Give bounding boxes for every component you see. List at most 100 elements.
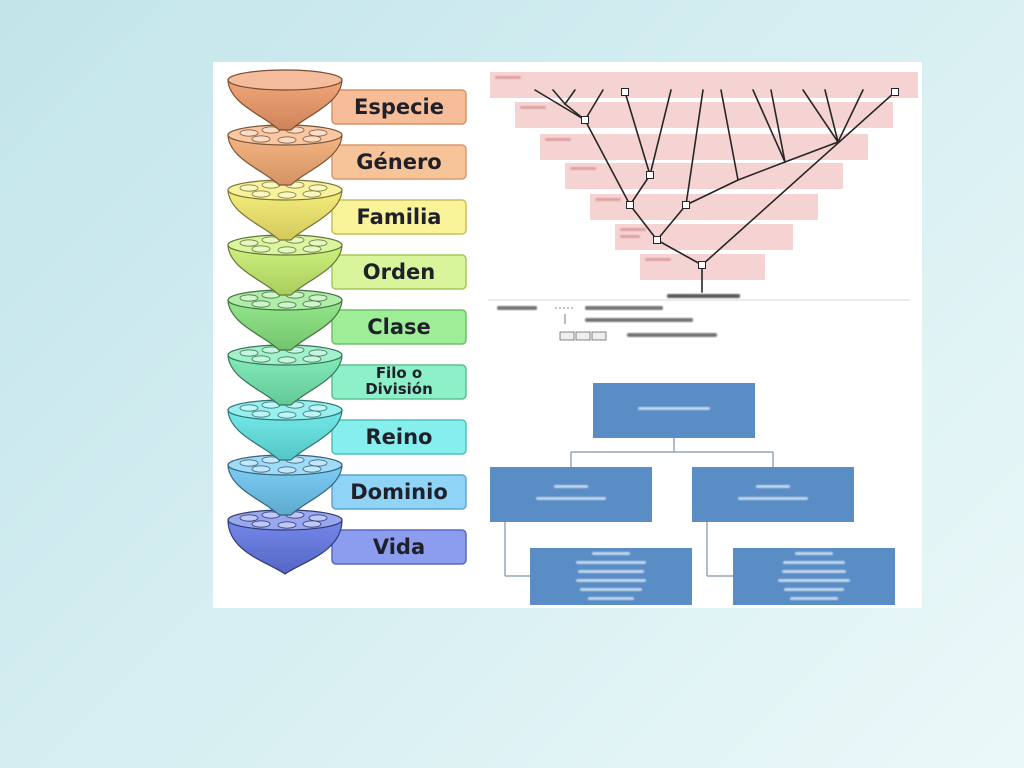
level-label-genero: Género: [331, 144, 467, 180]
cone-body: [227, 464, 343, 516]
level-label-text: División: [365, 380, 433, 398]
phylogenetic-tree: [490, 72, 918, 298]
rim-coil: [302, 135, 322, 143]
level-label-box: [331, 254, 467, 290]
rank-band-label: [595, 198, 621, 201]
rim-coil: [277, 191, 297, 199]
rim-coil: [308, 349, 328, 357]
rank-band-label: [545, 138, 571, 141]
rim-coil: [239, 404, 259, 412]
rim-coil: [302, 520, 322, 528]
rim-coil: [251, 135, 271, 143]
level-cone-vida: [227, 509, 343, 575]
org-box-child-left: [490, 467, 652, 522]
illegible-text: [554, 485, 588, 488]
rank-band-label: [570, 167, 596, 170]
cone-body: [227, 244, 343, 296]
tree-nodes: [581, 88, 899, 269]
rank-band: [515, 102, 893, 128]
tree-branch: [629, 204, 658, 241]
level-label-text: Orden: [363, 260, 435, 284]
level-cone-especie: [227, 69, 343, 131]
level-label-text: Vida: [373, 535, 425, 559]
tree-node: [621, 88, 629, 96]
level-label-text: Género: [356, 150, 441, 174]
rim-coil: [308, 294, 328, 302]
tree-branch: [649, 89, 672, 176]
rim-coil: [302, 410, 322, 418]
illegible-text: [585, 318, 693, 322]
legend-node-sample: [591, 331, 607, 341]
illegible-text: [783, 561, 845, 564]
cone-body: [227, 299, 343, 351]
tree-branch: [752, 89, 786, 163]
tree-branch: [656, 204, 687, 241]
tree-branch: [770, 89, 786, 163]
rim-coil: [308, 514, 328, 522]
org-box-grandchild-left: [530, 548, 692, 605]
rim-coil: [277, 411, 297, 419]
tree-node: [581, 116, 589, 124]
level-label-box: [331, 199, 467, 235]
rim-coil: [251, 465, 271, 473]
tree-branch: [534, 89, 586, 121]
rim-coil: [277, 301, 297, 309]
org-chart: [490, 383, 895, 605]
org-connectors: [504, 438, 774, 577]
level-label-box: [331, 364, 467, 400]
illegible-text: [536, 497, 606, 500]
illegible-text: [576, 579, 646, 582]
level-label-dominio: Dominio: [331, 474, 467, 510]
rim-coil: [308, 184, 328, 192]
level-label-box: [331, 529, 467, 565]
tree-branch: [656, 239, 703, 266]
tree-branch: [552, 89, 566, 105]
illegible-text: [738, 497, 808, 500]
level-label-clase: Clase: [331, 309, 467, 345]
level-label-vida: Vida: [331, 529, 467, 565]
tree-legend: [497, 306, 717, 341]
tree-node: [891, 88, 899, 96]
cone-body: [227, 189, 343, 241]
rank-band-label: [620, 228, 646, 231]
illegible-text: [592, 552, 630, 555]
cone-body: [227, 409, 343, 461]
tree-branch: [784, 141, 839, 163]
rim-coil: [302, 300, 322, 308]
tree-node: [646, 171, 654, 179]
rank-band-label: [620, 235, 640, 238]
tree-branches: [534, 89, 896, 293]
level-cone-genero: [227, 124, 343, 186]
rim-coil: [308, 404, 328, 412]
rim-coil: [239, 349, 259, 357]
tree-branch: [720, 89, 739, 181]
tree-node: [682, 201, 690, 209]
level-label-familia: Familia: [331, 199, 467, 235]
illegible-text: [576, 561, 646, 564]
legend-node-sample: [575, 331, 591, 341]
cone-body: [227, 519, 343, 575]
level-cones: [227, 69, 343, 575]
tree-root-caption: [667, 294, 740, 298]
rim-coil: [277, 356, 297, 364]
rank-band-label: [520, 106, 546, 109]
rim-coil: [251, 300, 271, 308]
cone-body: [227, 134, 343, 186]
level-cone-familia: [227, 179, 343, 241]
illegible-text: [588, 597, 634, 600]
rim-coil: [277, 521, 297, 529]
level-label-text: Reino: [366, 425, 433, 449]
level-label-box: [331, 309, 467, 345]
rim-coil: [302, 465, 322, 473]
tree-branch: [624, 91, 651, 176]
tree-node: [698, 261, 706, 269]
rank-band: [540, 134, 868, 160]
cone-rim: [227, 69, 343, 91]
rank-band: [590, 194, 818, 220]
illegible-text: [795, 552, 833, 555]
